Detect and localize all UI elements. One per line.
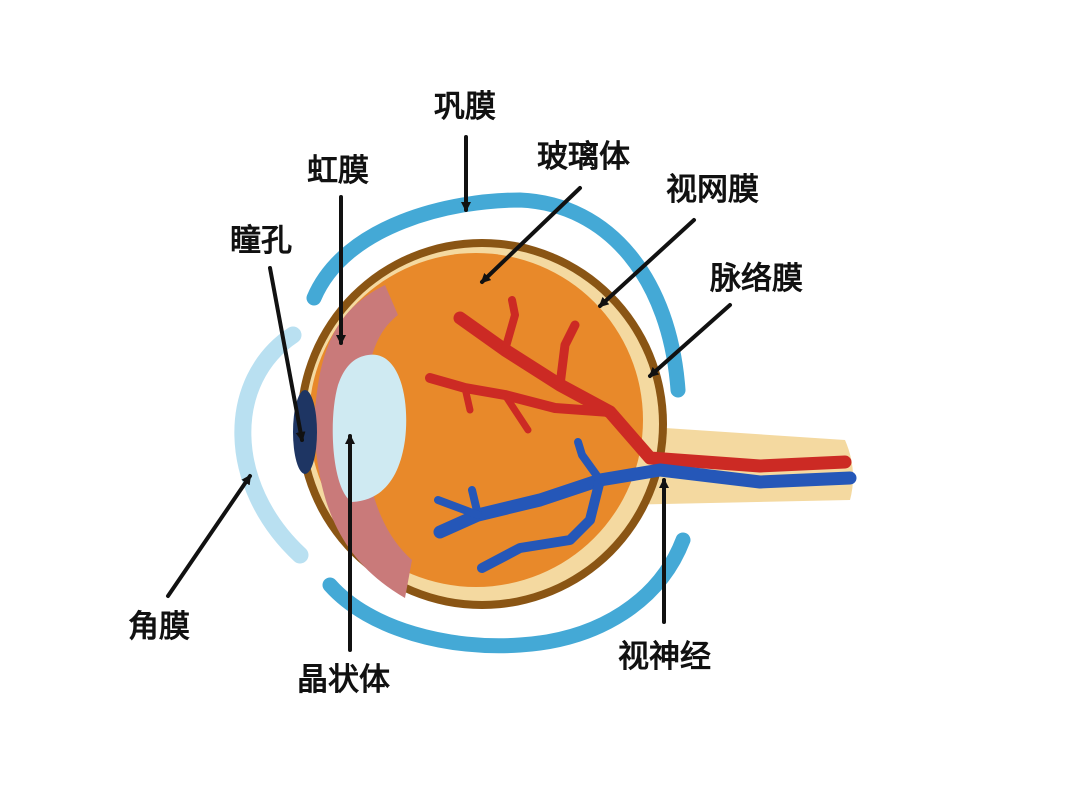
label-iris: 虹膜 [307,153,369,189]
label-choroid: 脉络膜 [710,261,803,297]
retinal-arteries [425,296,852,473]
label-retina: 视网膜 [666,172,759,208]
vitreous-body [309,253,643,587]
sclera-lower-arc [322,532,691,654]
label-lens: 晶状体 [297,662,390,698]
sclera-upper-arc [306,192,686,398]
label-optic-nerve: 视神经 [618,639,711,675]
cornea-shape [234,326,309,564]
label-sclera: 巩膜 [434,89,496,125]
arrow-retina [598,218,696,308]
label-cornea: 角膜 [128,609,190,645]
arrow-vitreous [480,186,582,284]
label-pupil: 瞳孔 [230,223,292,259]
arrow-choroid [648,303,732,378]
retinal-veins [433,438,857,573]
arrow-cornea [166,474,252,598]
label-vitreous: 玻璃体 [537,139,630,175]
arrow-pupil [268,266,306,442]
leader-arrows [166,135,732,652]
